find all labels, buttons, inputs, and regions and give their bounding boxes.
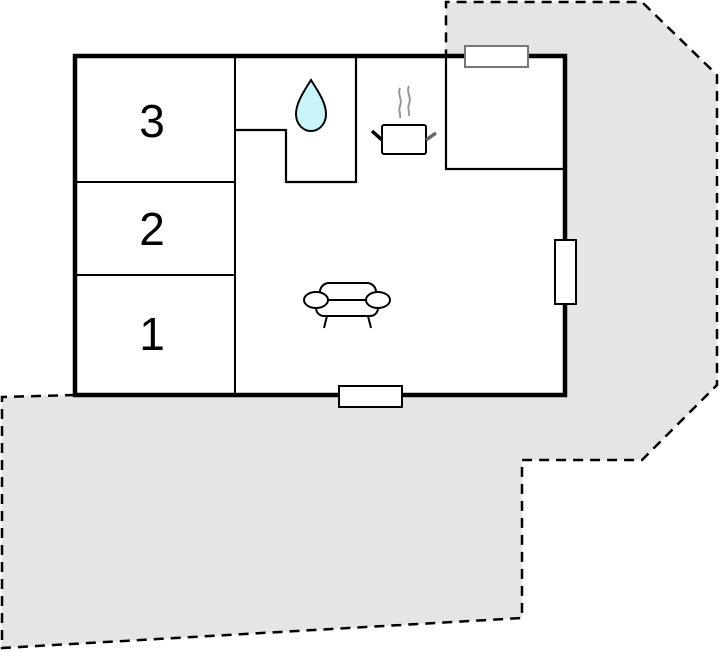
room-label-1: 1 [139, 308, 165, 360]
window-bottom [338, 385, 403, 408]
room-label-3: 3 [139, 95, 165, 147]
sofa-icon [303, 282, 391, 329]
exterior-walls [72, 53, 568, 398]
cooking-pot-icon [370, 85, 438, 155]
window-top [464, 45, 529, 68]
bathroom-walls [235, 56, 358, 184]
water-drop-icon [294, 78, 328, 133]
window-right [554, 239, 577, 305]
utility-room-walls [444, 56, 565, 171]
room-label-2: 2 [139, 203, 165, 255]
